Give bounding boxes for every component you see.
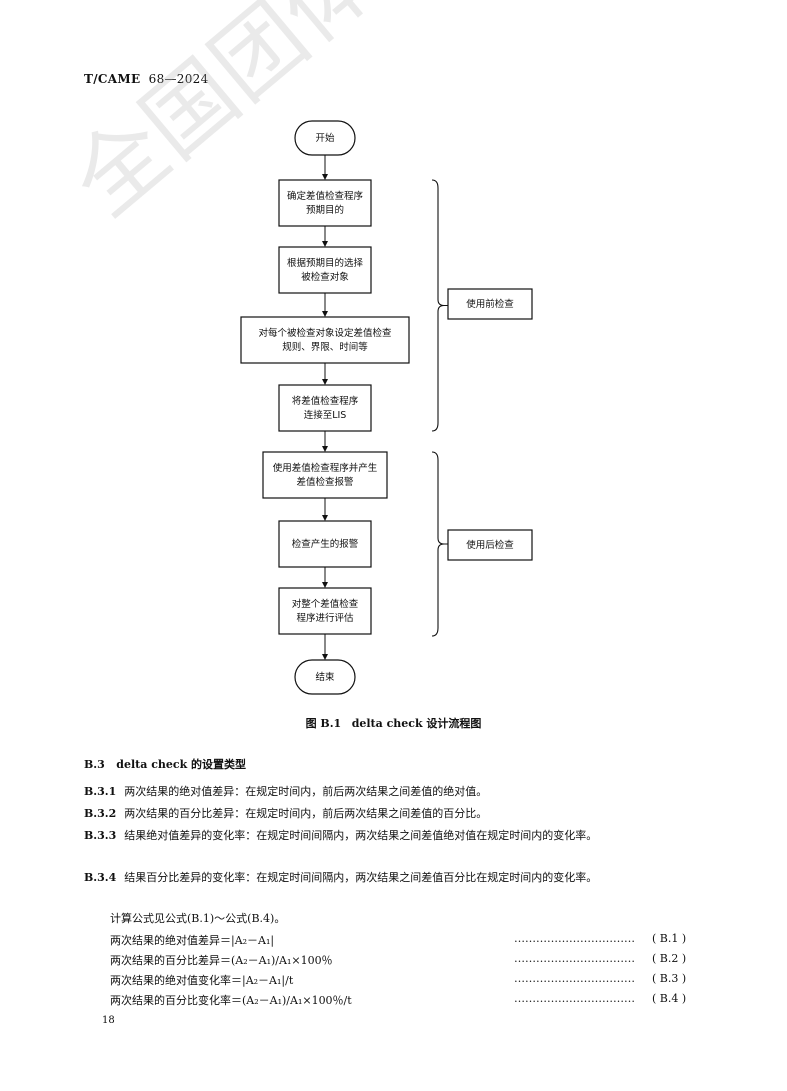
paragraph-number: B.3.1 [84,785,117,798]
leader-dots: …………………………… [514,992,635,1005]
process-label: 检查产生的报警 [292,538,359,550]
leader-dots: …………………………… [514,932,635,945]
group-label-before: 使用前检查 [466,298,514,310]
paragraph-text: 两次结果的百分比差异：在规定时间内，前后两次结果之间差值的百分比。 [124,807,488,820]
figure-label: 图 B.1 [305,717,342,730]
formula-intro: 计算公式见公式(B.1)～公式(B.4)。 [110,912,286,925]
end-terminal [294,659,356,695]
paragraph-text: 结果绝对值差异的变化率：在规定时间间隔内，两次结果之间差值绝对值在规定时间内的变… [124,829,598,842]
paragraph-number: B.3.4 [84,871,117,884]
start-label: 开始 [315,132,335,144]
section-title: delta check 的设置类型 [116,758,247,771]
process-label: 对每个被检查对象设定差值检查规则、界限、时间等 [258,327,392,353]
process-label: 使用差值检查程序并产生差值检查报警 [273,462,378,488]
process-box [278,384,372,432]
page-number: 18 [102,1015,115,1026]
formula-number: ( B.4 ) [652,992,687,1005]
formula-number: ( B.2 ) [652,952,687,965]
formula-b2: 两次结果的百分比差异＝(A₂－A₁)/A₁×100％ [110,954,333,967]
process-box [278,520,372,568]
end-label: 结束 [315,671,335,683]
group-box-before [447,288,533,320]
process-box [240,316,410,364]
process-box [262,451,388,499]
paragraph-b32: B.3.2 两次结果的百分比差异：在规定时间内，前后两次结果之间差值的百分比。 [84,804,702,824]
process-label: 对整个差值检查程序进行评估 [292,598,359,624]
paragraph-text: 两次结果的绝对值差异：在规定时间内，前后两次结果之间差值的绝对值。 [124,785,488,798]
leader-dots: …………………………… [514,952,635,965]
brace-before-use [431,179,445,432]
standard-number: 68—2024 [148,72,209,86]
paragraph-text: 结果百分比差异的变化率：在规定时间间隔内，两次结果之间差值百分比在规定时间内的变… [124,871,598,884]
group-label-after: 使用后检查 [466,539,514,551]
leader-dots: …………………………… [514,972,635,985]
paragraph-b34: B.3.4 结果百分比差异的变化率：在规定时间间隔内，两次结果之间差值百分比在规定… [84,868,702,888]
process-label: 根据预期目的选择被检查对象 [287,257,364,283]
formula-number: ( B.1 ) [652,932,687,945]
flowchart: 开始确定差值检查程序预期目的根据预期目的选择被检查对象对每个被检查对象设定差值检… [240,120,533,695]
process-box [278,179,372,227]
standard-code: T/CAME [84,72,141,86]
paragraph-b33: B.3.3 结果绝对值差异的变化率：在规定时间间隔内，两次结果之间差值绝对值在规定… [84,826,702,846]
process-box [278,587,372,635]
brace-after-use [431,451,445,637]
formula-b3: 两次结果的绝对值变化率＝|A₂－A₁|/t [110,974,294,987]
paragraph-number: B.3.2 [84,807,117,820]
formula-number: ( B.3 ) [652,972,687,985]
process-label: 将差值检查程序连接至LIS [292,395,359,421]
formula-b1: 两次结果的绝对值差异＝|A₂－A₁| [110,934,275,947]
paragraph-number: B.3.3 [84,829,117,842]
group-box-after [447,529,533,561]
document-header: T/CAME 68—2024 [84,72,209,86]
section-number: B.3 [84,758,105,771]
figure-title: delta check 设计流程图 [351,717,482,730]
process-label: 确定差值检查程序预期目的 [287,190,364,216]
section-heading: B.3 delta check 的设置类型 [84,756,246,772]
figure-caption: 图 B.1 delta check 设计流程图 [0,715,787,731]
process-box [278,246,372,294]
formula-b4: 两次结果的百分比变化率＝(A₂－A₁)/A₁×100％/t [110,994,352,1007]
paragraph-b31: B.3.1 两次结果的绝对值差异：在规定时间内，前后两次结果之间差值的绝对值。 [84,782,702,802]
